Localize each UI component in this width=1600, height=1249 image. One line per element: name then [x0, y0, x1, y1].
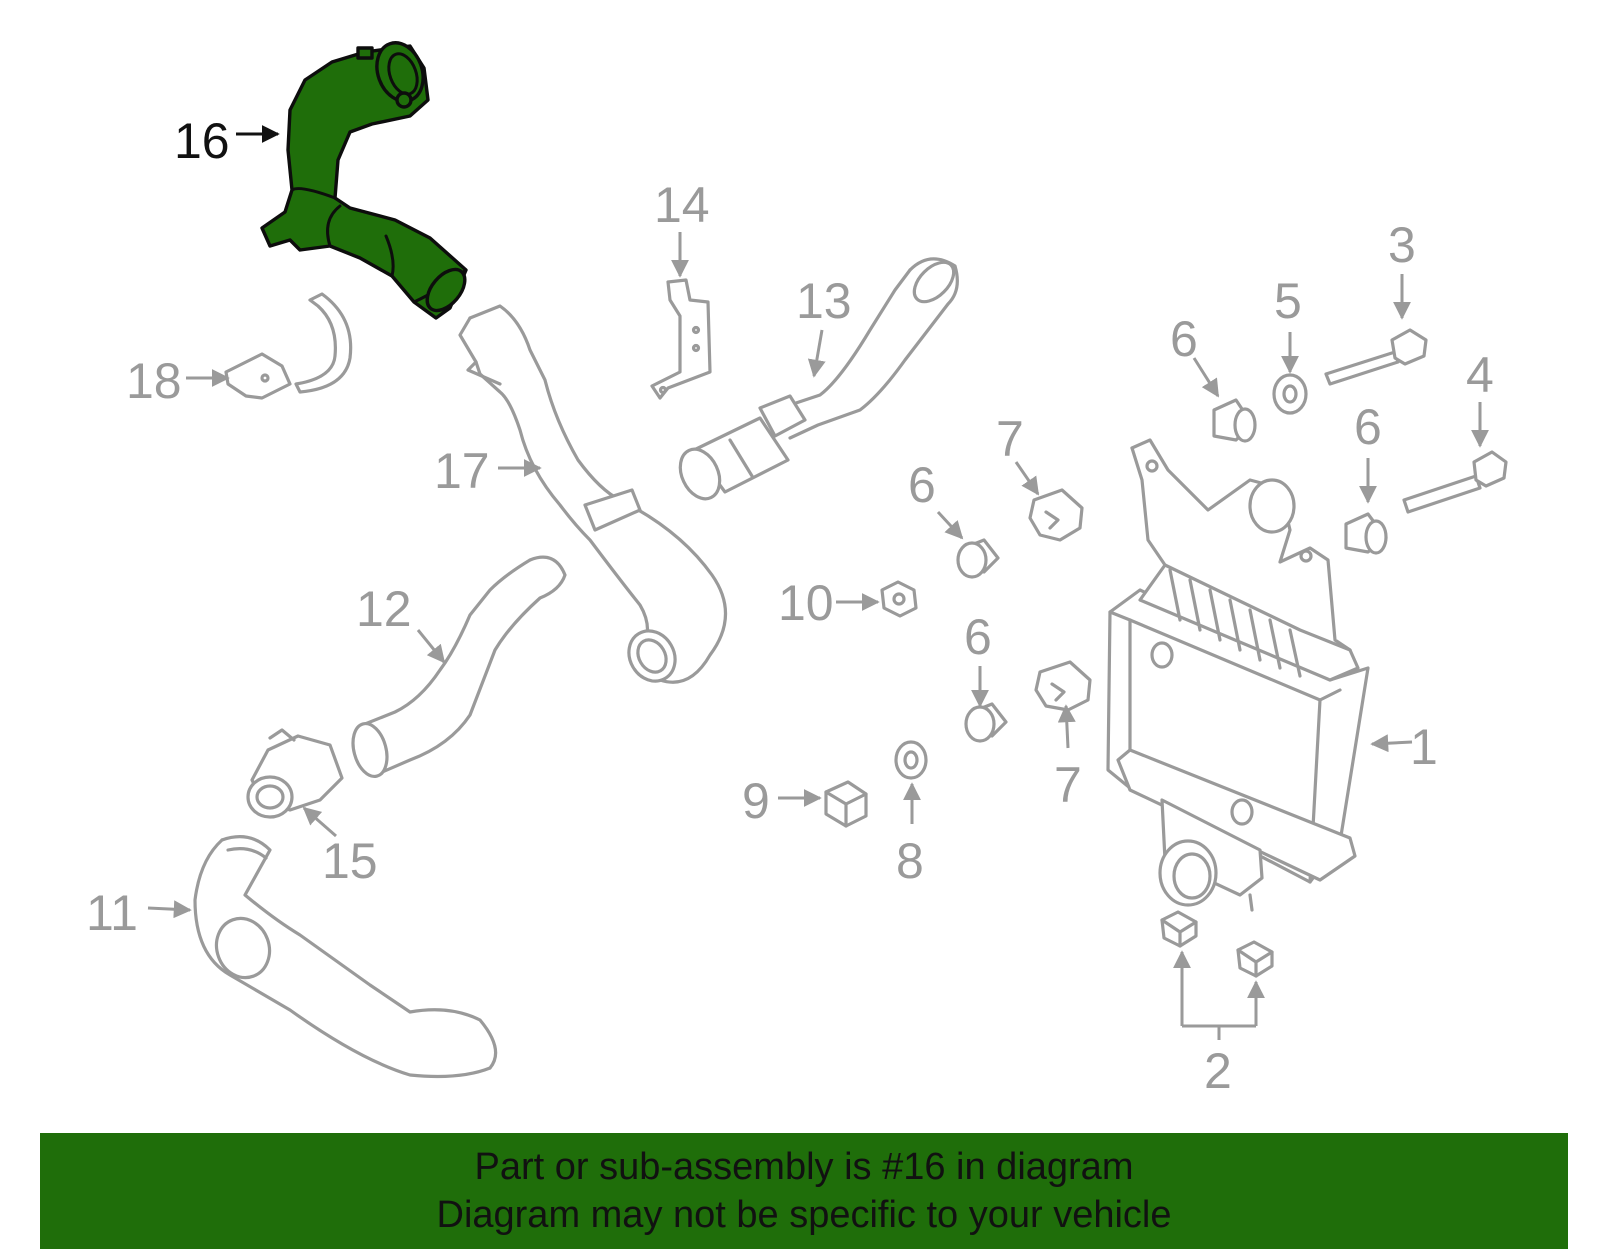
part-15-fitting[interactable] — [246, 728, 344, 819]
callout-15: 15 — [322, 833, 378, 889]
callout-16: 16 — [174, 113, 230, 169]
part-10-nut[interactable] — [880, 580, 918, 618]
callout-13: 13 — [796, 273, 852, 329]
part-6-pin-d[interactable] — [964, 702, 1008, 743]
callout-3: 3 — [1388, 217, 1416, 273]
part-12-hose[interactable] — [348, 555, 567, 780]
callout-4: 4 — [1466, 347, 1494, 403]
callout-5: 5 — [1274, 273, 1302, 329]
callout-arrows — [147, 125, 1489, 1040]
part-17-hose[interactable] — [458, 304, 728, 690]
part-9-block[interactable] — [824, 780, 868, 828]
callout-12: 12 — [356, 581, 412, 637]
callout-14: 14 — [654, 177, 710, 233]
callout-6-a: 6 — [1170, 311, 1198, 367]
part-2-clips[interactable] — [1160, 910, 1274, 978]
part-6-pin-a[interactable] — [1212, 398, 1257, 443]
callout-6-d: 6 — [964, 609, 992, 665]
callout-6-c: 6 — [908, 457, 936, 513]
part-16-intercooler-outlet-tube[interactable] — [260, 36, 472, 320]
callout-11: 11 — [86, 885, 138, 941]
part-11-hose[interactable] — [193, 835, 498, 1079]
part-6-pin-b[interactable] — [1344, 512, 1388, 555]
part-8-washer[interactable] — [894, 740, 928, 780]
callout-17: 17 — [434, 443, 490, 499]
part-13-tube[interactable] — [673, 255, 961, 505]
info-banner: Part or sub-assembly is #16 in diagram D… — [40, 1133, 1568, 1249]
part-1-intercooler[interactable] — [1106, 438, 1370, 912]
part-7-clip-a[interactable] — [1028, 488, 1084, 542]
callout-9: 9 — [742, 773, 770, 829]
callout-6-b: 6 — [1354, 399, 1382, 455]
callout-1: 1 — [1410, 719, 1438, 775]
callout-labels: 16 18 17 14 13 6 5 3 4 6 7 6 10 6 7 8 9 … — [86, 113, 1494, 1099]
part-4-bolt[interactable] — [1402, 450, 1508, 514]
part-7-clip-b[interactable] — [1034, 660, 1092, 712]
banner-line-1: Part or sub-assembly is #16 in diagram — [474, 1146, 1134, 1188]
part-6-pin-c[interactable] — [956, 538, 1000, 579]
callout-7-b: 7 — [1054, 757, 1082, 813]
callout-10: 10 — [778, 575, 834, 631]
callout-8: 8 — [896, 833, 924, 889]
callout-2: 2 — [1204, 1043, 1232, 1099]
callout-7-a: 7 — [996, 411, 1024, 467]
part-3-bolt[interactable] — [1324, 328, 1428, 386]
part-14-bracket[interactable] — [650, 278, 712, 400]
part-18-bracket[interactable] — [224, 292, 353, 400]
banner-line-2: Diagram may not be specific to your vehi… — [436, 1194, 1172, 1236]
part-5-washer[interactable] — [1272, 373, 1308, 415]
callout-18: 18 — [126, 353, 182, 409]
